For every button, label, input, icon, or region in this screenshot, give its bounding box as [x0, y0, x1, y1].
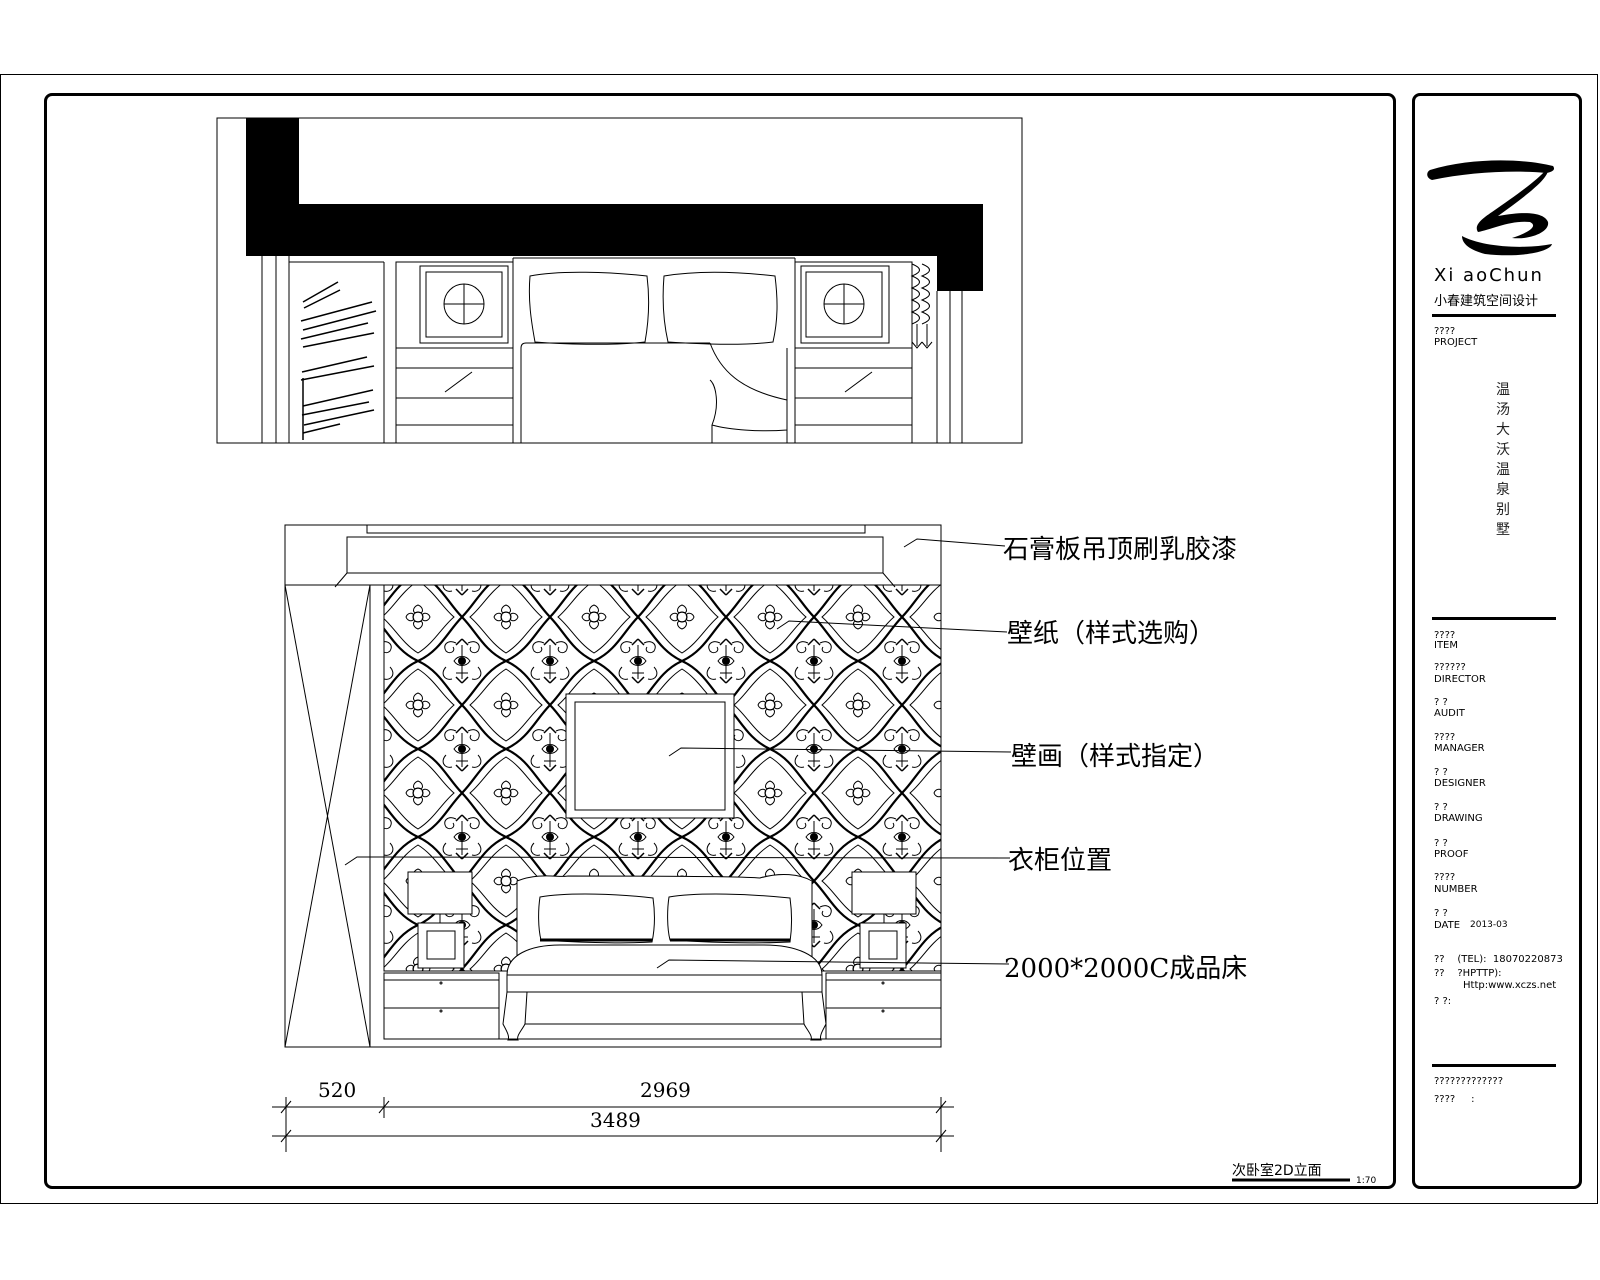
callout-wall-painting: 壁画（样式指定）	[1011, 742, 1220, 772]
footer-line-2: ???? :	[1434, 1094, 1475, 1105]
project-name: 温汤大沃温泉别墅	[1496, 382, 1510, 538]
tel-line: ?? (TEL): 18070220873	[1434, 954, 1563, 965]
drawing-title: 次卧室2D立面	[1232, 1163, 1322, 1179]
address-label: ? ?:	[1434, 996, 1452, 1007]
director-label-en: DIRECTOR	[1434, 674, 1486, 685]
audit-label-en: AUDIT	[1434, 708, 1465, 719]
callout-ceiling: 石膏板吊顶刷乳胶漆	[1003, 535, 1238, 565]
company-logo	[1427, 160, 1555, 256]
callout-wallpaper: 壁纸（样式选购）	[1007, 619, 1216, 649]
date-label: ? ?	[1434, 908, 1448, 919]
title-block-frame	[1412, 93, 1582, 1189]
company-rule	[1432, 314, 1556, 317]
http-label: ?? ?HPTTP):	[1434, 968, 1502, 979]
item-rule	[1432, 617, 1556, 620]
number-label-en: NUMBER	[1434, 884, 1478, 895]
footer-rule	[1432, 1064, 1556, 1067]
sheet-border	[0, 74, 1598, 1204]
dimension-left: 520	[318, 1078, 357, 1102]
audit-label: ? ?	[1434, 697, 1448, 708]
http-value: Http:www.xczs.net	[1463, 980, 1557, 991]
callout-bed: 2000*2000C成品床	[1004, 954, 1248, 984]
drawing-label: ? ?	[1434, 802, 1448, 813]
item-label-en: ITEM	[1434, 640, 1459, 651]
footer-line-1: ?????????????	[1434, 1076, 1503, 1087]
elevation-view	[284, 524, 942, 1048]
date-value: 2013-03	[1470, 920, 1508, 930]
company-name: 小春建筑空间设计	[1434, 294, 1539, 309]
manager-label-en: MANAGER	[1434, 743, 1485, 754]
designer-label-en: DESIGNER	[1434, 778, 1486, 789]
logo-text: Xi aoChun	[1434, 265, 1544, 286]
drawing-label-en: DRAWING	[1434, 813, 1483, 824]
proof-label: ? ?	[1434, 838, 1448, 849]
item-label: ????	[1434, 630, 1456, 641]
plan-view	[216, 117, 1023, 444]
callout-wardrobe: 衣柜位置	[1008, 846, 1113, 876]
project-label-en: PROJECT	[1434, 337, 1478, 348]
dimension-lines	[272, 1097, 954, 1152]
number-label: ????	[1434, 872, 1456, 883]
manager-label: ????	[1434, 732, 1456, 743]
dimension-total: 3489	[590, 1108, 641, 1132]
project-label: ????	[1434, 326, 1456, 337]
dimension-right: 2969	[640, 1078, 691, 1102]
drawing-scale: 1:70	[1356, 1176, 1377, 1186]
proof-label-en: PROOF	[1434, 849, 1469, 860]
drawing-frame	[44, 93, 1396, 1189]
date-label-en: DATE	[1434, 920, 1461, 931]
callout-leaders	[344, 538, 1012, 969]
director-label: ??????	[1434, 662, 1466, 673]
designer-label: ? ?	[1434, 767, 1448, 778]
